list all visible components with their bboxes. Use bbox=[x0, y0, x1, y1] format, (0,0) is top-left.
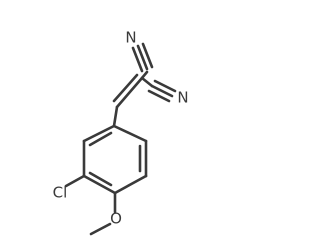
bond-center-to-right-nitrile bbox=[140, 76, 154, 88]
bond-vinyl-to-ring bbox=[112, 105, 119, 128]
nitrile-right-triple-bond bbox=[147, 79, 177, 103]
vinyl-double-bond bbox=[112, 73, 144, 109]
bond-oxygen-to-methyl bbox=[89, 222, 112, 236]
atom-label-oxygen: O bbox=[110, 210, 122, 228]
bond-center-to-top-nitrile bbox=[140, 70, 149, 80]
atom-label-n-right: N bbox=[177, 89, 188, 107]
molecule-structure-diagram: N N Cl O bbox=[53, 29, 189, 236]
nitrile-top-triple-bond bbox=[131, 42, 154, 73]
benzene-ring bbox=[82, 124, 148, 195]
atom-label-chlorine: Cl bbox=[53, 184, 68, 202]
bond-ring-to-chlorine bbox=[64, 174, 86, 188]
atom-label-n-top: N bbox=[125, 29, 136, 47]
